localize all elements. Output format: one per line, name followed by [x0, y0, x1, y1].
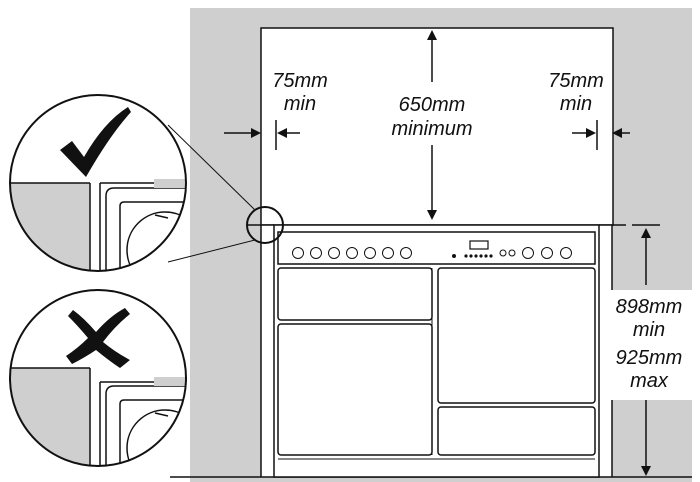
top-clearance-value: 650mm	[399, 94, 466, 116]
left-side-gap	[261, 225, 274, 477]
right-side-gap	[599, 225, 612, 477]
storage-drawer	[437, 406, 596, 456]
height-min-value: 898mm	[616, 296, 683, 318]
detail-view-incorrect	[9, 289, 187, 467]
left-clearance-qualifier: min	[284, 93, 316, 115]
detail-marker-circle	[246, 206, 284, 244]
clock-display	[452, 240, 493, 258]
clearance-zone	[260, 27, 614, 226]
height-arrow	[632, 224, 660, 476]
left-clearance-value: 75mm	[272, 70, 328, 92]
height-max-value: 925mm	[616, 347, 683, 369]
height-min-qualifier: min	[633, 319, 665, 341]
detail-view-correct	[9, 94, 187, 272]
right-clearance-qualifier: min	[560, 93, 592, 115]
top-clearance-qualifier: minimum	[391, 118, 472, 140]
check-icon	[60, 107, 131, 177]
right-oven-door	[437, 267, 596, 404]
height-max-qualifier: max	[630, 370, 669, 392]
control-knobs-left	[292, 247, 412, 259]
left-clearance-arrows	[224, 120, 300, 150]
control-knobs-right	[499, 247, 572, 259]
left-oven-door	[277, 323, 433, 456]
range-cooker	[273, 224, 600, 478]
cross-icon	[66, 308, 130, 368]
right-clearance-arrows	[572, 120, 630, 150]
left-oven-top-door	[277, 267, 433, 321]
right-clearance-value: 75mm	[548, 70, 604, 92]
